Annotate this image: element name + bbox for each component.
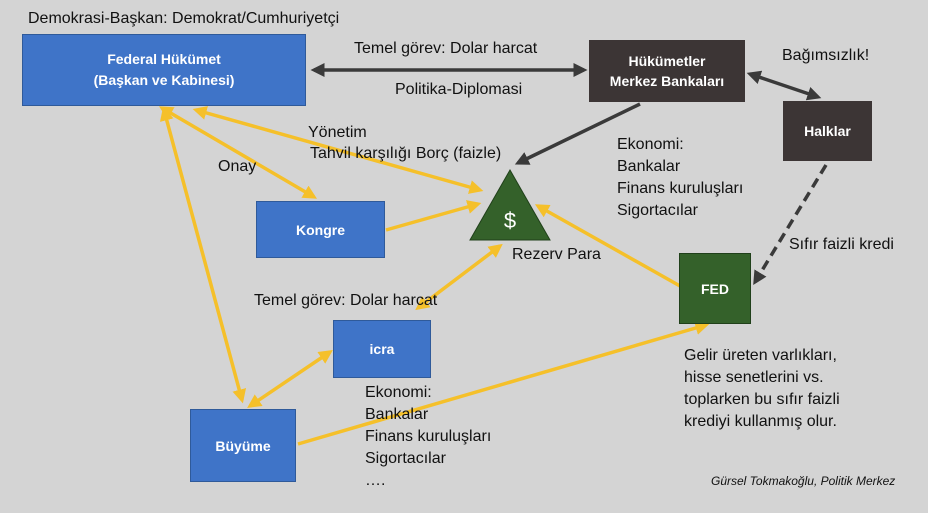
diagram-title: Demokrasi-Başkan: Demokrat/Cumhuriyetçi — [28, 10, 340, 27]
central-banks-box: Hükümetler Merkez Bankaları — [589, 40, 745, 102]
arrow-buyume-fed — [297, 321, 710, 446]
label-temel-gorev-top: Temel görev: Dolar harcat — [354, 40, 538, 57]
gelir-line: krediyi kullanmış olur. — [684, 413, 837, 430]
ekonomi-bottom-line: Finans kuruluşları — [365, 428, 492, 445]
central-banks-line1: Hükümetler — [628, 53, 706, 69]
ekonomi-right-line: Sigortacılar — [617, 202, 698, 219]
ekonomi-right-line: Bankalar — [617, 158, 681, 175]
gelir-line: Gelir üreten varlıkları, — [684, 347, 837, 364]
dollar-sign-icon: $ — [504, 208, 516, 233]
buyume-box: Büyüme — [190, 409, 296, 482]
label-onay: Onay — [218, 158, 257, 175]
kongre-box: Kongre — [256, 201, 385, 258]
label-ekonomi-bottom: Ekonomi: Bankalar Finans kuruluşları Sig… — [365, 382, 491, 492]
ekonomi-bottom-line: Ekonomi: — [365, 384, 432, 401]
arrow-federal-buyume — [159, 106, 247, 404]
ekonomi-bottom-line: Sigortacılar — [365, 450, 446, 467]
label-bagimsizlik: Bağımsızlık! — [782, 47, 870, 64]
gelir-line: toplarken bu sıfır faizli — [684, 391, 840, 408]
fed-box: FED — [679, 253, 751, 324]
federal-box-line1: Federal Hükümet — [107, 51, 221, 67]
arrow-halklar-fed — [753, 164, 828, 285]
ekonomi-bottom-line: …. — [365, 472, 386, 489]
label-ekonomi-right: Ekonomi: Bankalar Finans kuruluşları Sig… — [617, 134, 743, 222]
fed-label: FED — [701, 280, 729, 297]
arrow-kongre-dollar — [385, 200, 482, 232]
label-gelir-ureten: Gelir üreten varlıkları, hisse senetleri… — [684, 345, 840, 433]
label-sifir-faizli-kredi: Sıfır faizli kredi — [789, 236, 894, 253]
gelir-line: hisse senetlerini vs. — [684, 369, 824, 386]
arrow-icra-buyume — [247, 350, 333, 408]
label-politika-diplomasi: Politika-Diplomasi — [395, 81, 523, 98]
reserve-dollar-triangle: $ — [469, 168, 551, 241]
federal-government-box: Federal Hükümet (Başkan ve Kabinesi) — [22, 34, 306, 106]
label-tahvil: Tahvil karşılığı Borç (faizle) — [310, 145, 502, 162]
ekonomi-bottom-line: Bankalar — [365, 406, 429, 423]
icra-box: icra — [333, 320, 431, 378]
halklar-box: Halklar — [783, 101, 872, 161]
ekonomi-right-line: Ekonomi: — [617, 136, 684, 153]
arrow-merkez-halklar — [746, 70, 822, 101]
halklar-label: Halklar — [804, 123, 851, 139]
arrow-fed-dollar — [534, 204, 681, 288]
buyume-label: Büyüme — [215, 437, 271, 454]
arrow-merkez-dollar — [514, 102, 641, 165]
label-temel-gorev-mid: Temel görev: Dolar harcat — [254, 292, 438, 309]
arrow-icra-dollar — [415, 243, 503, 311]
federal-box-line2: (Başkan ve Kabinesi) — [93, 72, 235, 88]
kongre-label: Kongre — [296, 221, 345, 238]
author-credit: Gürsel Tokmakoğlu, Politik Merkez — [711, 474, 896, 488]
label-yonetim: Yönetim — [308, 124, 367, 141]
label-rezerv-para: Rezerv Para — [512, 246, 601, 263]
ekonomi-right-line: Finans kuruluşları — [617, 180, 744, 197]
central-banks-line2: Merkez Bankaları — [609, 73, 725, 89]
icra-label: icra — [369, 341, 395, 357]
